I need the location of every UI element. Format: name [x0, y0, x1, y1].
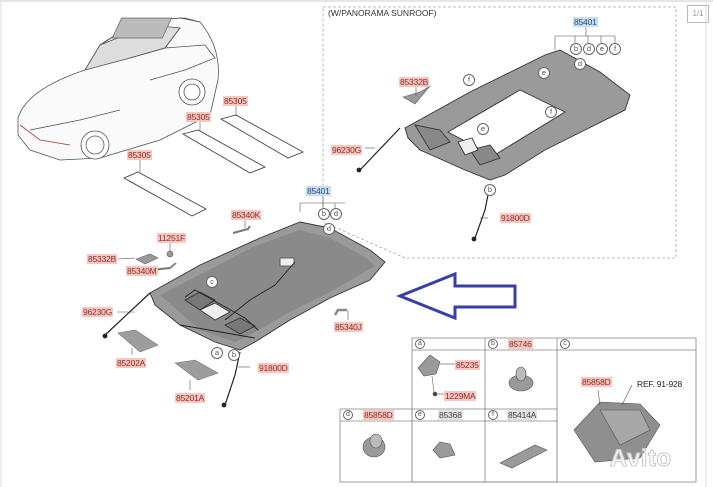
callout-e: e: [477, 123, 489, 135]
detail-parts: [362, 354, 661, 469]
cell-key-d: d: [343, 410, 353, 420]
part-label-85340m[interactable]: 85340M: [126, 266, 158, 276]
part-label-85746[interactable]: 85746: [508, 339, 533, 349]
callout-f: f: [463, 74, 475, 86]
part-label-96230g[interactable]: 96230G: [82, 307, 114, 317]
panorama-section-title: (W/PANORAMA SUNROOF): [328, 8, 437, 18]
detail-table-grid: [339, 337, 697, 483]
callout-f: f: [609, 43, 621, 55]
callout-b: b: [570, 43, 582, 55]
part-label-91800d[interactable]: 91800D: [258, 363, 289, 373]
part-label-85401-panorama[interactable]: 85401: [573, 17, 598, 27]
standard-headliner: [149, 221, 386, 351]
part-label-85368[interactable]: 85368: [438, 410, 463, 420]
callout-d: d: [574, 58, 586, 70]
part-label-85340j[interactable]: 85340J: [334, 322, 363, 332]
part-label-1229ma[interactable]: 1229MA: [444, 391, 477, 401]
cell-key-e: e: [415, 410, 425, 420]
sun-visors: [117, 329, 219, 381]
part-label-85332b-panorama[interactable]: 85332B: [399, 77, 430, 87]
callout-e: e: [538, 67, 550, 79]
cell-key-a: a: [415, 339, 425, 349]
ref-label-91-928[interactable]: REF. 91-928: [637, 379, 683, 389]
page-indicator: 1/1: [687, 5, 709, 23]
pointer-arrow: [395, 271, 517, 321]
callout-b: b: [318, 208, 330, 220]
part-label-85414a[interactable]: 85414A: [507, 410, 538, 420]
part-label-85305-3[interactable]: 85305: [127, 150, 152, 160]
part-label-85201a[interactable]: 85201A: [175, 393, 206, 403]
part-label-85305-2[interactable]: 85305: [186, 112, 211, 122]
part-label-91800d-panorama[interactable]: 91800D: [500, 213, 531, 223]
avito-watermark: Avito: [610, 445, 672, 473]
callout-d: d: [330, 208, 342, 220]
panorama-headliner: [404, 49, 631, 181]
callout-e: e: [596, 43, 608, 55]
part-label-85858d-c[interactable]: 85858D: [581, 377, 612, 387]
part-label-85858d-d[interactable]: 85858D: [363, 410, 394, 420]
callout-b: b: [484, 184, 496, 196]
cell-key-b: b: [488, 339, 498, 349]
car-illustration: [17, 17, 219, 161]
callout-c: c: [206, 276, 218, 288]
part-label-85305-1[interactable]: 85305: [223, 96, 248, 106]
callout-f: f: [545, 106, 557, 118]
callout-a: a: [211, 347, 223, 359]
pad-85305-shapes: [122, 114, 305, 217]
callout-d: d: [323, 223, 335, 235]
callout-b: b: [228, 349, 240, 361]
part-label-85202a[interactable]: 85202A: [116, 358, 147, 368]
cell-key-c: c: [560, 339, 570, 349]
part-label-85401[interactable]: 85401: [306, 186, 331, 196]
part-label-96230g-panorama[interactable]: 96230G: [331, 145, 363, 155]
part-label-11251f[interactable]: 11251F: [157, 233, 186, 243]
callout-d: d: [583, 43, 595, 55]
part-label-85235[interactable]: 85235: [455, 360, 480, 370]
leader-lines: [117, 26, 616, 390]
part-label-85340k[interactable]: 85340K: [231, 210, 262, 220]
cell-key-f: f: [488, 410, 498, 420]
part-label-85332b[interactable]: 85332B: [87, 254, 118, 264]
